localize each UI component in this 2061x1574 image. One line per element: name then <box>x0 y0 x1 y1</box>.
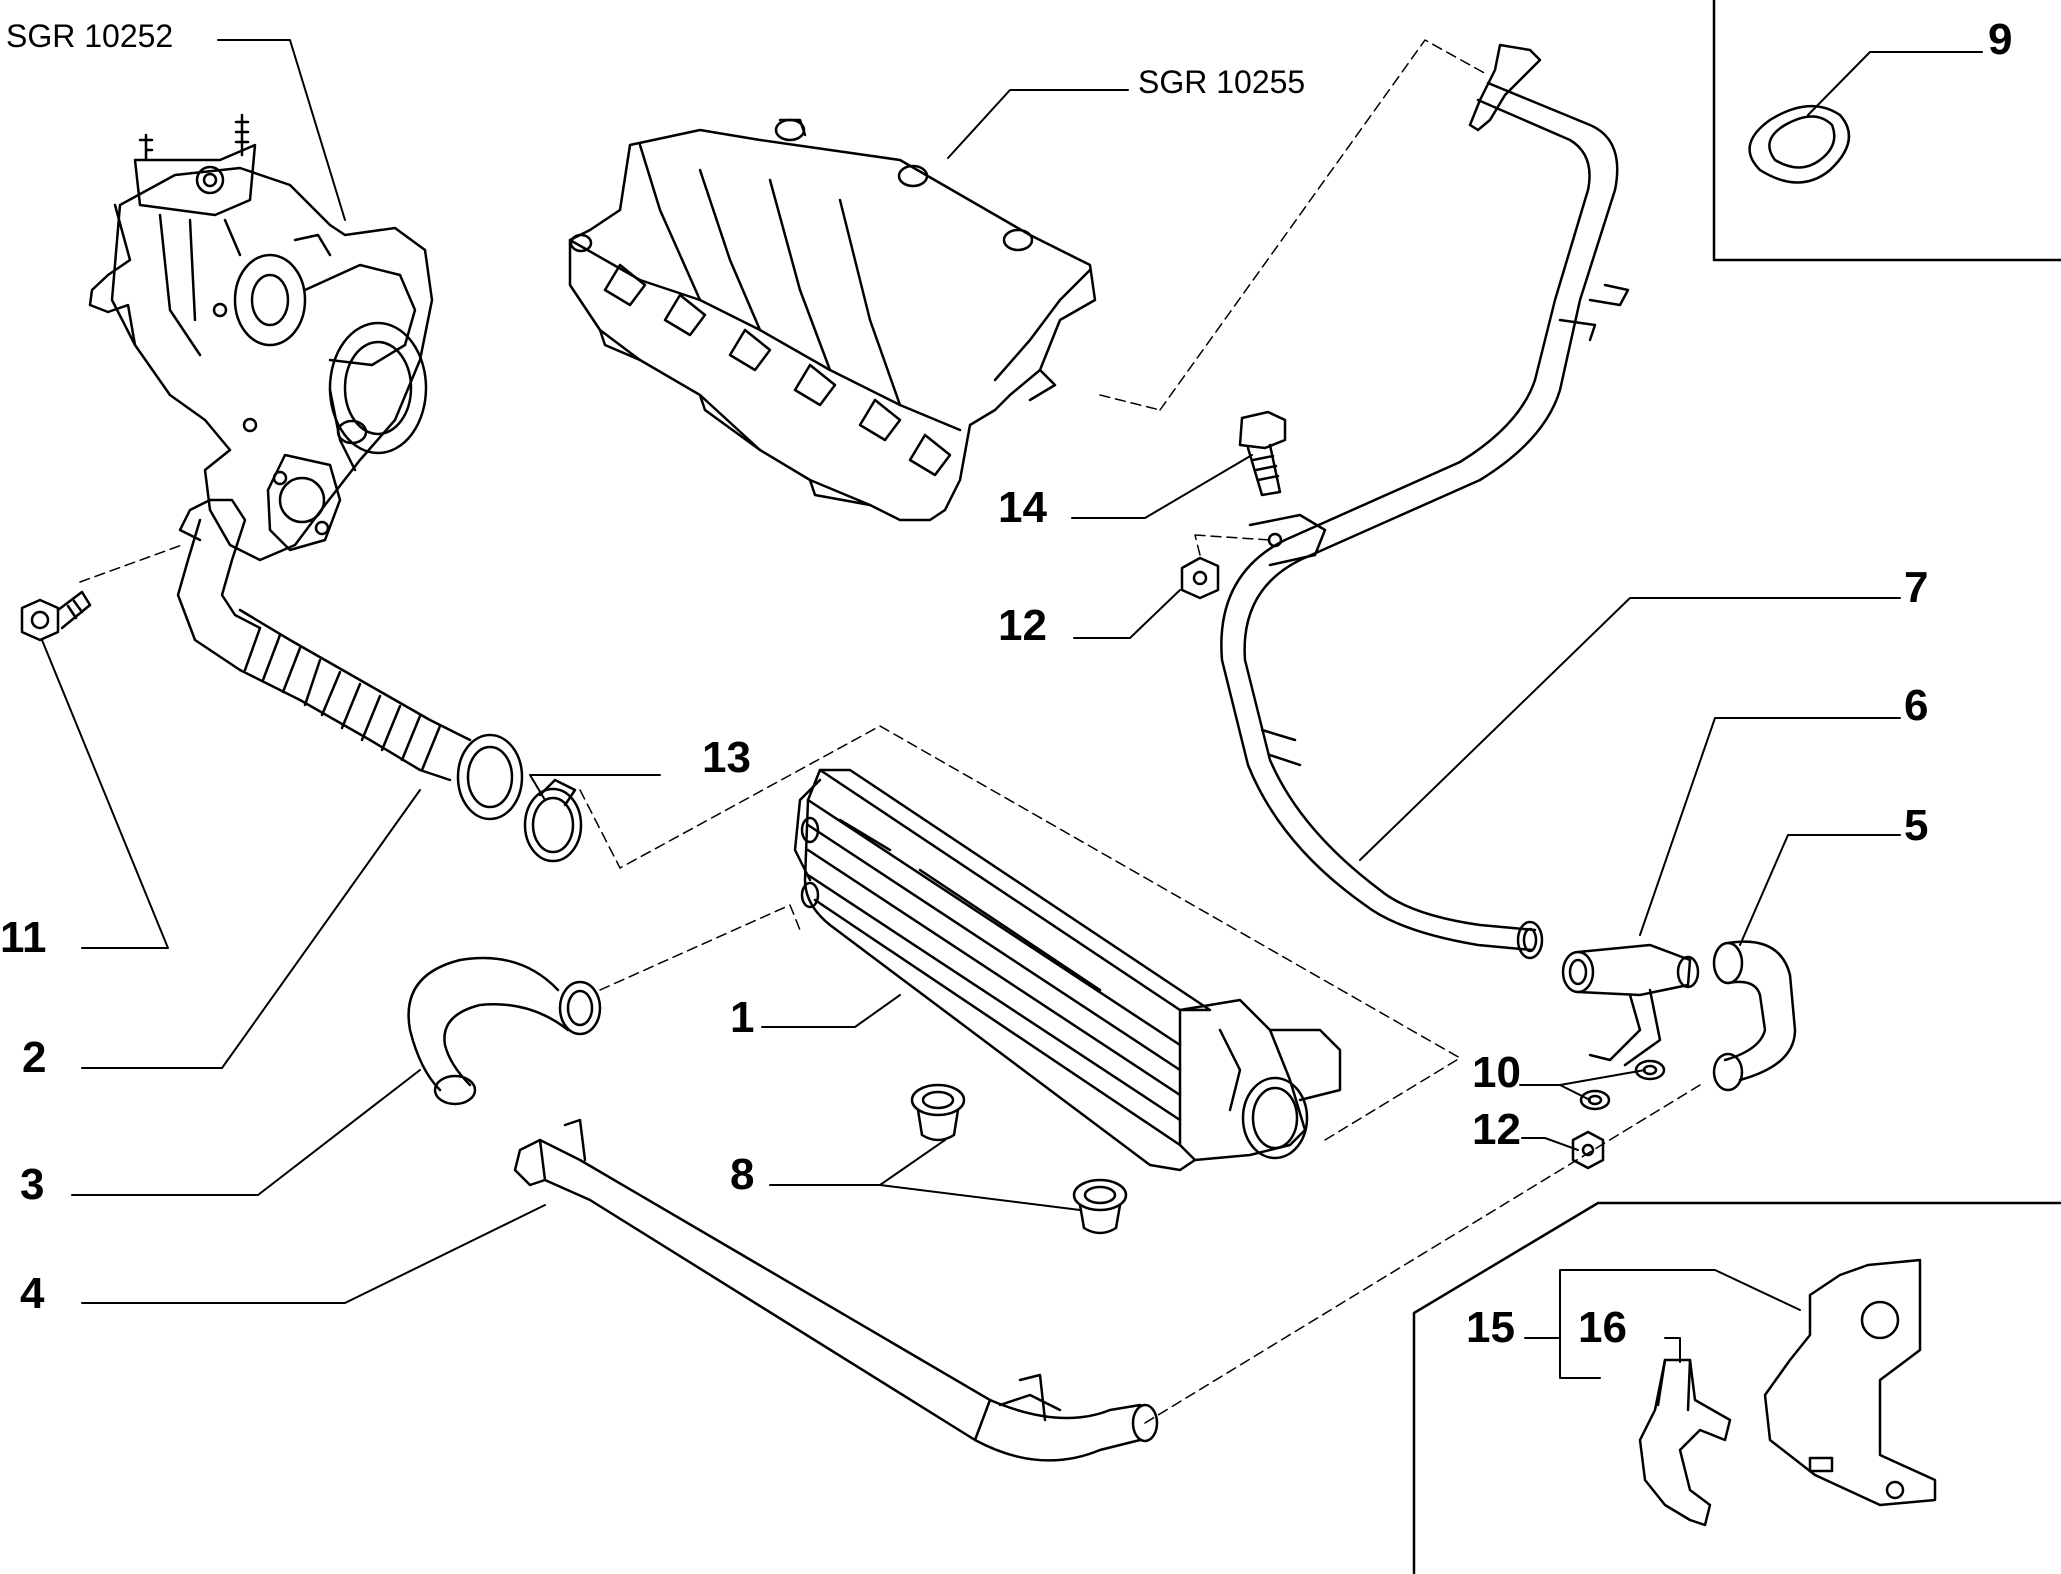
clip-16 <box>1638 1358 1732 1527</box>
leader-lines <box>41 39 1983 1379</box>
intercooler-1 <box>793 768 1342 1172</box>
washer-10-left <box>1579 1089 1611 1111</box>
callout-12-lower: 12 <box>1472 1105 1521 1154</box>
callout-12-upper: 12 <box>998 601 1047 650</box>
nut-12-upper <box>1180 556 1220 600</box>
seal-9 <box>1748 104 1851 184</box>
inset-frame-top-right <box>1712 0 2061 262</box>
reference-manifold: SGR 10255 <box>1138 64 1306 100</box>
callout-6: 6 <box>1904 681 1929 730</box>
callout-9: 9 <box>1988 15 2013 64</box>
bracket-15 <box>1763 1258 1937 1507</box>
grommet-8-lower <box>1072 1178 1128 1235</box>
callout-11: 11 <box>0 913 47 962</box>
callout-3: 3 <box>20 1160 45 1209</box>
callout-4: 4 <box>20 1269 45 1318</box>
reference-turbo: SGR 10252 <box>6 18 174 54</box>
bolt-14 <box>1238 410 1287 497</box>
inset-frame-bottom-right <box>1412 1201 2061 1574</box>
callout-1: 1 <box>730 993 755 1042</box>
pipe-4 <box>513 1118 1159 1462</box>
nut-12-lower <box>1571 1130 1605 1170</box>
callout-8: 8 <box>730 1150 755 1199</box>
callout-7: 7 <box>1904 563 1929 612</box>
callout-14: 14 <box>998 483 1047 532</box>
pipe-7 <box>1220 43 1630 960</box>
callout-13: 13 <box>702 733 751 782</box>
hose-3 <box>407 956 602 1106</box>
bolt-11 <box>20 590 92 642</box>
hose-2 <box>176 498 524 821</box>
callout-10: 10 <box>1472 1048 1521 1097</box>
intake-manifold <box>568 118 1097 522</box>
grommet-8-upper <box>910 1083 966 1142</box>
hose-5 <box>1712 940 1797 1092</box>
turbocharger <box>88 113 434 562</box>
callout-15: 15 <box>1466 1303 1515 1352</box>
callout-5: 5 <box>1904 801 1929 850</box>
callout-2: 2 <box>22 1033 47 1082</box>
assembly-lines <box>79 39 1701 1424</box>
connector-6 <box>1561 943 1700 1067</box>
callout-16: 16 <box>1578 1303 1627 1352</box>
clamp-13 <box>523 778 583 863</box>
